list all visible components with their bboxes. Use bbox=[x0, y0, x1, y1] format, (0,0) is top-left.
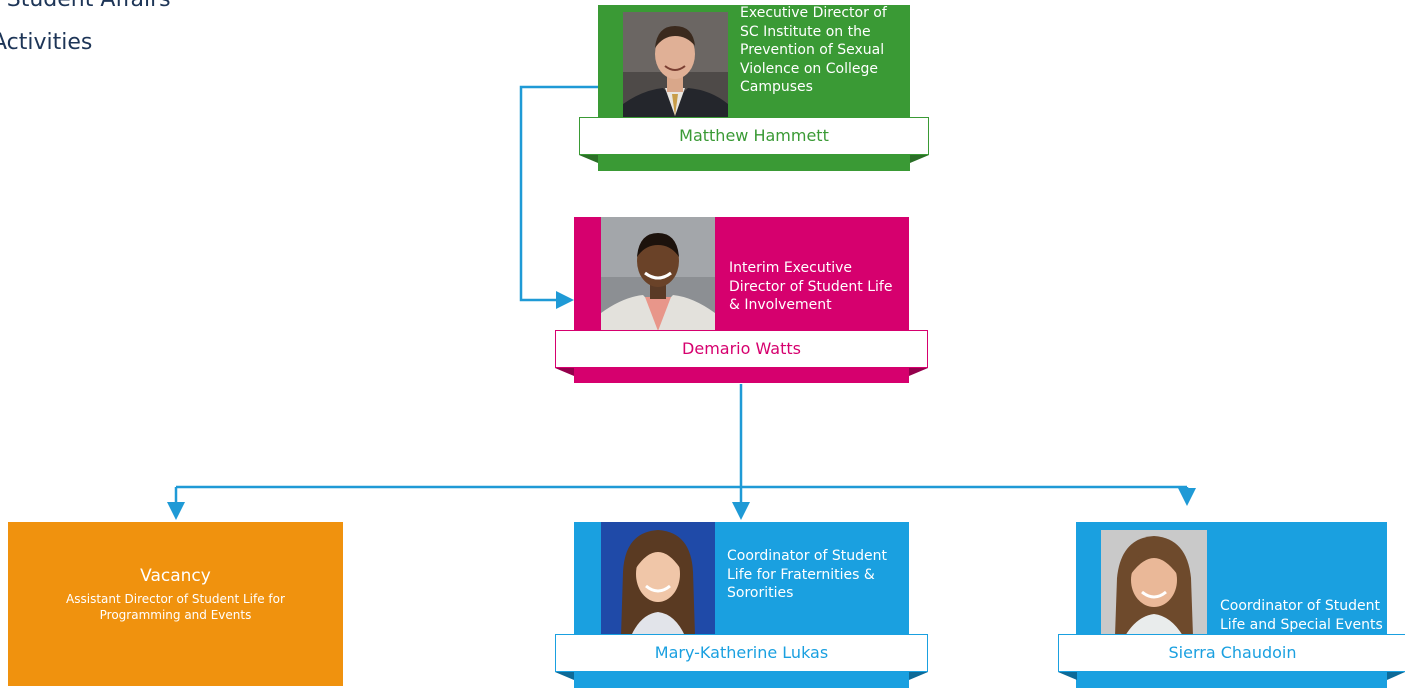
ribbon-fold bbox=[910, 155, 929, 163]
connector-hammett-to-watts bbox=[519, 85, 598, 302]
hammett-name-ribbon: Matthew Hammett bbox=[579, 117, 929, 155]
headshot-woman-icon bbox=[1101, 530, 1207, 636]
arrow-to-vacancy bbox=[167, 502, 185, 520]
headshot-woman-icon bbox=[601, 522, 715, 636]
ribbon-fold bbox=[909, 672, 928, 680]
lukas-role: Coordinator of Student Life for Fraterni… bbox=[727, 548, 887, 601]
chaudoin-photo bbox=[1101, 530, 1207, 636]
chaudoin-role: Coordinator of Student Life and Special … bbox=[1220, 598, 1383, 633]
page-header-line-1: f Student Affairs bbox=[0, 0, 171, 12]
ribbon-fold bbox=[555, 672, 574, 680]
org-node-watts: Interim Executive Director of Student Li… bbox=[574, 217, 909, 383]
org-node-vacancy: Vacancy Assistant Director of Student Li… bbox=[8, 522, 343, 686]
page-header-line-2: Activities bbox=[0, 30, 93, 55]
headshot-man-blazer-icon bbox=[601, 217, 715, 331]
arrow-to-chaudoin bbox=[1178, 488, 1196, 506]
ribbon-fold bbox=[1387, 672, 1405, 680]
watts-photo bbox=[601, 217, 715, 331]
watts-role: Interim Executive Director of Student Li… bbox=[729, 260, 893, 313]
arrow-to-lukas bbox=[732, 502, 750, 520]
ribbon-fold bbox=[579, 155, 598, 163]
vacancy-role: Assistant Director of Student Life for P… bbox=[66, 592, 285, 622]
lukas-name-ribbon: Mary-Katherine Lukas bbox=[555, 634, 928, 672]
ribbon-fold bbox=[909, 368, 928, 376]
ribbon-fold bbox=[555, 368, 574, 376]
hammett-photo bbox=[623, 12, 728, 122]
chaudoin-name-ribbon: Sierra Chaudoin bbox=[1058, 634, 1405, 672]
ribbon-fold bbox=[1058, 672, 1077, 680]
vacancy-title: Vacancy bbox=[140, 566, 211, 586]
hammett-role: Executive Director of SC Institute on th… bbox=[740, 5, 887, 95]
arrow-to-watts bbox=[556, 291, 574, 309]
watts-name-ribbon: Demario Watts bbox=[555, 330, 928, 368]
lukas-photo bbox=[601, 522, 715, 636]
headshot-man-suit-icon bbox=[623, 12, 728, 122]
